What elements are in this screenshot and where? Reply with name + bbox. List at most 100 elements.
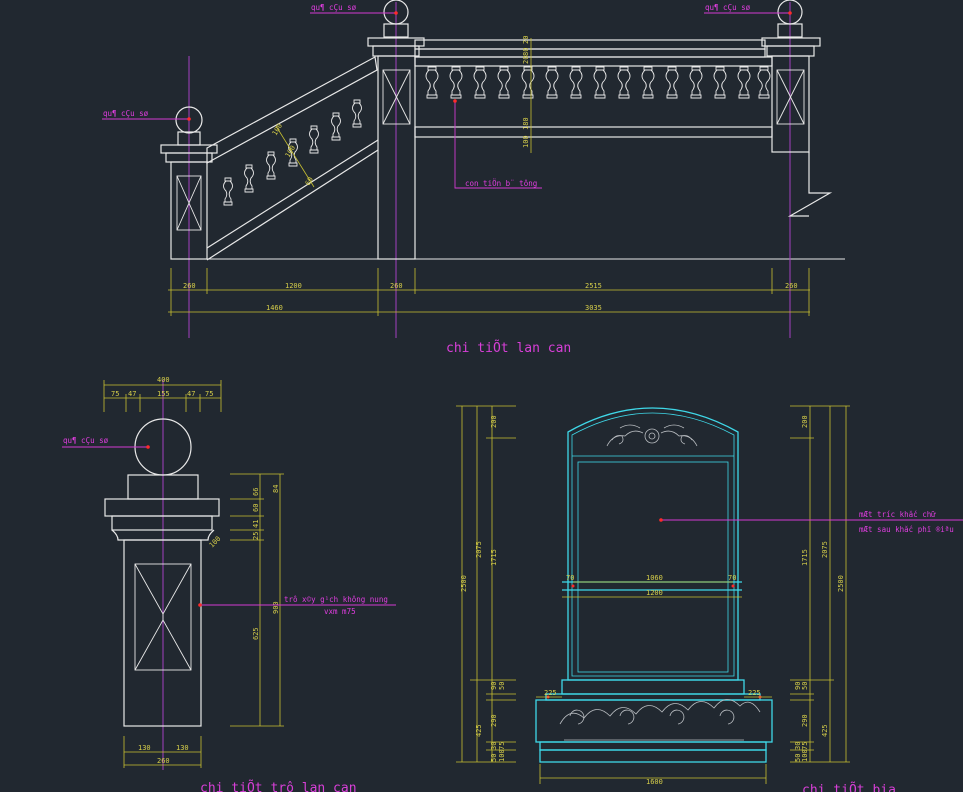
dim-label: 900 <box>272 601 280 614</box>
dim-label: 3035 <box>585 304 602 312</box>
post-detail: 400 75 47 155 47 75 66 84 60 41 25 625 9… <box>62 376 396 792</box>
label-stele-back: mÆt sau khắc phï ®iªu <box>859 525 954 534</box>
dim-label: 70 <box>728 574 736 582</box>
base-ornament <box>559 699 761 741</box>
dim-label: 155 <box>157 390 170 398</box>
bottom-rail <box>414 126 773 138</box>
dim-label: 425 <box>821 724 829 737</box>
stair-post <box>160 106 218 260</box>
ball-finial <box>175 106 203 134</box>
dim-label: 130 <box>176 744 189 752</box>
dim-label: 50 <box>794 754 802 762</box>
dim-label: 200 <box>490 415 498 428</box>
label-ball-right: qu¶ cÇu sø <box>705 3 751 12</box>
stele-width-dimensions: 1060 1200 70 70 225 225 1600 <box>536 574 772 786</box>
dim-label: 50 <box>801 682 809 690</box>
title-railing: chi tiÕt lan can <box>446 340 571 356</box>
dim-label: 260 <box>390 282 403 290</box>
dim-label: 2075 <box>821 541 829 558</box>
top-rail <box>414 39 766 50</box>
dim-label: 100 <box>498 749 506 762</box>
main-post-right <box>761 0 833 217</box>
dim-label: 290 <box>490 714 498 727</box>
dim-label: 50 <box>490 754 498 762</box>
stele-annotations: mÆt tr­íc khắc chữ mÆt sau khắc phï ®iªu <box>659 510 963 534</box>
title-post: chi tiÕt trô lan can <box>200 780 357 792</box>
dim-label: 100 <box>271 122 284 137</box>
label-stele-front: mÆt tr­íc khắc chữ <box>859 510 936 519</box>
dim-label: 20 <box>522 36 530 44</box>
stair-handrail <box>206 56 378 165</box>
dim-label: 400 <box>157 376 170 384</box>
dim-label: 47 <box>187 390 195 398</box>
dim-label: 70 <box>566 574 574 582</box>
dim-label: 1200 <box>285 282 302 290</box>
dim-label: 75 <box>111 390 119 398</box>
label-post-core: trô x©y g¹ch không nung <box>284 595 388 604</box>
dim-label: 75 <box>205 390 213 398</box>
dim-label: 625 <box>252 627 260 640</box>
crest-ornament <box>606 424 698 447</box>
stele-elevation: 1060 1200 70 70 225 225 1600 2 <box>456 405 963 792</box>
dim-label: 225 <box>544 689 557 697</box>
dim-label: 66 <box>252 488 260 496</box>
stair-plinth <box>206 149 379 261</box>
dim-label: 1460 <box>266 304 283 312</box>
dim-label: 2515 <box>585 282 602 290</box>
dim-label: 80 <box>522 48 530 56</box>
dim-label: 84 <box>272 485 280 493</box>
label-ball-stair: qu¶ cÇu sø <box>103 109 149 118</box>
dim-label: 130 <box>138 744 151 752</box>
dim-label: 90 <box>490 682 498 690</box>
dim-label: 50 <box>498 682 506 690</box>
dim-label: 30 <box>490 742 498 750</box>
stele-panel <box>577 461 729 673</box>
label-ball-post: qu¶ cÇu sø <box>63 436 109 445</box>
dim-label: 1600 <box>646 778 663 786</box>
dim-label: 75 <box>801 742 809 750</box>
dim-label: 225 <box>748 689 761 697</box>
dim-label: 425 <box>475 724 483 737</box>
dim-label: 260 <box>785 282 798 290</box>
dim-label: 75 <box>498 742 506 750</box>
label-baluster: con tiÖn b¨ tông <box>465 179 537 188</box>
stele-body <box>567 407 739 681</box>
straight-balusters <box>425 66 771 99</box>
main-post-left <box>367 0 425 260</box>
post-bottom-dimensions: 130 130 260 <box>123 736 202 768</box>
dim-label: 1715 <box>490 549 498 566</box>
stele-left-dimensions: 200 1715 2075 2500 90 50 290 425 30 75 5… <box>456 405 516 763</box>
label-post-mortar: vxm m75 <box>324 607 356 616</box>
dim-label: 90 <box>794 682 802 690</box>
stele-right-dimensions: 200 1715 2075 2500 90 50 290 425 30 75 5… <box>790 405 850 763</box>
dim-label: 2500 <box>837 575 845 592</box>
dim-label: 1715 <box>801 549 809 566</box>
post-annotations: qu¶ cÇu sø trô x©y g¹ch không nung vxm m… <box>62 436 396 616</box>
dim-label: 60 <box>304 176 315 187</box>
railing-dimensions: 260 1200 260 2515 260 1460 3035 <box>168 268 810 316</box>
dim-label: 20 <box>522 56 530 64</box>
dim-label: 1200 <box>646 589 663 597</box>
dim-label: 47 <box>128 390 136 398</box>
dim-label: 25 <box>252 532 260 540</box>
dim-label: 260 <box>157 757 170 765</box>
railing-elevation: 100 180 20 80 20 100 100 60 260 1200 260… <box>102 0 845 356</box>
dim-label: 60 <box>252 504 260 512</box>
post-top-dimensions: 400 75 47 155 47 75 <box>103 376 222 412</box>
title-stele: chi tiÕt bia <box>802 782 896 792</box>
label-ball-left: qu¶ cÇu sø <box>311 3 357 12</box>
dim-label: 1060 <box>646 574 663 582</box>
dim-label: 100 <box>801 749 809 762</box>
dim-label: 100 <box>208 535 223 550</box>
dim-label: 100 <box>522 135 530 148</box>
dim-label: 260 <box>183 282 196 290</box>
dim-label: 41 <box>252 520 260 528</box>
railing-annotations: qu¶ cÇu sø qu¶ cÇu sø qu¶ cÇu sø con tiÖ… <box>102 3 792 189</box>
dim-label: 30 <box>794 742 802 750</box>
dim-label: 290 <box>801 714 809 727</box>
dim-label: 2500 <box>460 575 468 592</box>
dim-label: 2075 <box>475 541 483 558</box>
dim-label: 200 <box>801 415 809 428</box>
dim-label: 180 <box>522 117 530 130</box>
